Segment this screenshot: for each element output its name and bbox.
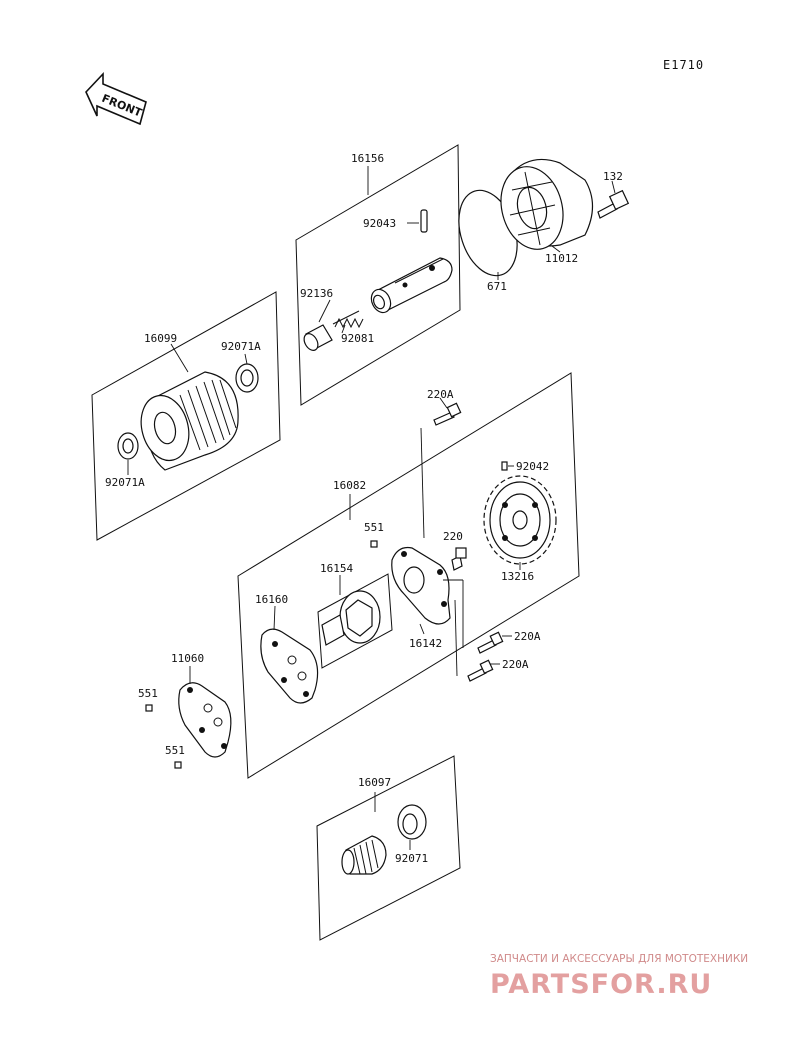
piston-92136 <box>303 324 333 351</box>
front-arrow-icon: FRONT <box>85 71 147 126</box>
watermark-brand: PARTSFOR.RU <box>490 969 712 1000</box>
label-16160: 16160 <box>255 593 288 606</box>
label-92043: 92043 <box>363 217 396 230</box>
label-16156: 16156 <box>351 152 384 165</box>
label-16097: 16097 <box>358 776 391 789</box>
seal-92071 <box>397 804 427 840</box>
frame-16099 <box>91 291 281 541</box>
gasket-11060 <box>178 682 232 758</box>
label-16142: 16142 <box>409 637 442 650</box>
seal-92071A-top <box>235 363 259 393</box>
pin-551-a <box>145 704 153 712</box>
label-551-b: 551 <box>165 744 185 757</box>
label-551-a: 551 <box>138 687 158 700</box>
pump-housing-11012 <box>500 158 594 250</box>
spring-92081 <box>332 310 364 329</box>
label-92136: 92136 <box>300 287 333 300</box>
oil-filter-16099 <box>140 371 239 471</box>
label-16099: 16099 <box>144 332 177 345</box>
frame-16097 <box>316 755 461 941</box>
pin-92043 <box>420 209 428 233</box>
label-92071: 92071 <box>395 852 428 865</box>
ref-code: E1710 <box>663 58 704 72</box>
label-220A-b: 220A <box>502 658 529 671</box>
bolt-132 <box>597 189 630 219</box>
label-92042: 92042 <box>516 460 549 473</box>
label-220A-a: 220A <box>514 630 541 643</box>
label-220A-top: 220A <box>427 388 454 401</box>
gear-13216 <box>483 475 557 565</box>
pump-cover-16142 <box>391 546 451 625</box>
relief-valve-body <box>370 257 453 314</box>
label-551-mid: 551 <box>364 521 384 534</box>
label-16082: 16082 <box>333 479 366 492</box>
frame-16156 <box>295 144 461 406</box>
label-92071A-bottom: 92071A <box>105 476 145 489</box>
seal-92071A-bottom <box>117 432 139 460</box>
pin-551-mid <box>370 540 378 548</box>
rotor-16154 <box>317 573 393 669</box>
bolt-220A-top <box>433 402 462 426</box>
label-11060: 11060 <box>171 652 204 665</box>
label-132: 132 <box>603 170 623 183</box>
bolt-220A-b <box>467 659 494 682</box>
strainer-16097 <box>341 835 387 875</box>
pin-551-b <box>174 761 182 769</box>
label-11012: 11012 <box>545 252 578 265</box>
pin-92042 <box>501 461 508 471</box>
watermark-tagline: ЗАПЧАСТИ И АКСЕССУАРЫ ДЛЯ МОТОТЕХНИКИ <box>490 953 748 965</box>
label-16154: 16154 <box>320 562 353 575</box>
bolt-220 <box>451 547 467 571</box>
label-92081: 92081 <box>341 332 374 345</box>
plate-16160 <box>260 628 319 704</box>
label-671: 671 <box>487 280 507 293</box>
label-92071A-top: 92071A <box>221 340 261 353</box>
bolt-220A-a <box>477 631 504 654</box>
label-13216: 13216 <box>501 570 534 583</box>
frame-16082 <box>237 372 580 779</box>
label-220: 220 <box>443 530 463 543</box>
